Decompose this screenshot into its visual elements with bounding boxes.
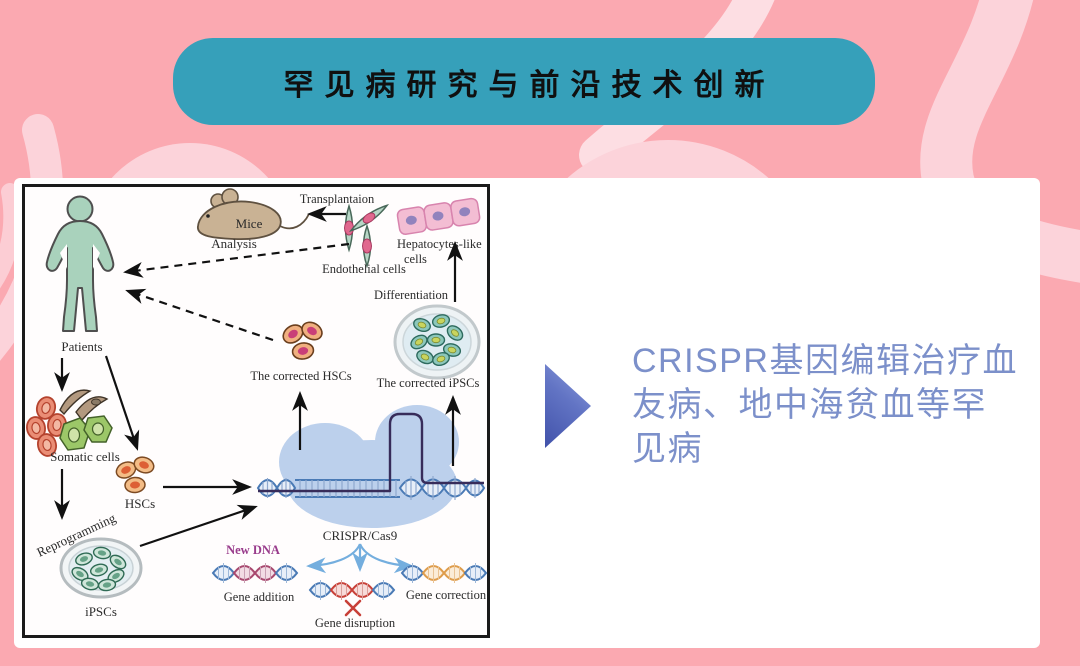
gene-correction-helix [400,563,488,583]
crispr-branch-arrows [306,543,414,574]
hepatocytes-label-1: Hepatocytes-like [397,237,482,251]
ipscs-label: iPSCs [85,604,117,619]
endothelial-label: Endothelial cells [322,262,406,276]
hepatocytes-label-2: cells [404,252,427,266]
callout-text: CRISPR基因编辑治疗血 友病、地中海贫血等罕 见病 [632,339,1044,471]
callout-line-1: CRISPR基因编辑治疗血 [632,342,1018,380]
corrected-hscs-label: The corrected HSCs [250,369,351,383]
new-dna-label: New DNA [226,543,280,557]
right-triangle-pointer-icon [545,364,591,448]
hscs-label: HSCs [125,496,155,511]
mice-label: Mice [236,216,263,231]
cas9-complex-illustration [256,405,486,528]
analysis-label: Analysis [211,236,257,251]
hscs-cells [115,456,155,494]
hepatocytes-cells [396,197,481,235]
mouse-illustration [197,188,310,241]
transplantation-label: Transplantaion [300,192,375,206]
corrected-ipscs-dish [393,304,481,380]
callout-line-3: 见病 [632,430,703,468]
corrected-hscs-cells [282,321,323,360]
somatic-label: Somatic cells [50,449,120,464]
gene-disruption-helix [308,580,396,617]
gene-disruption-label: Gene disruption [315,616,396,630]
page-title: 罕见病研究与前沿技术创新 [283,68,776,102]
gene-addition-label: Gene addition [224,590,295,604]
callout-line-2: 友病、地中海贫血等罕 [632,386,987,424]
squiggle-band-left-2 [0,183,22,289]
ipscs-dish [59,537,143,599]
flow-arrows [54,206,463,548]
corrected-ipscs-label: The corrected iPSCs [377,376,480,390]
patients-label: Patients [61,339,102,354]
dashed-return-arrows [123,242,350,342]
differentiation-label: Differentiation [374,288,449,302]
endothelial-cells [344,203,390,269]
somatic-cells [26,389,113,457]
title-banner: 罕见病研究与前沿技术创新 [173,38,875,125]
content-card: CRISPR/Cas9 Patients Mice Analysis Trans… [14,178,1040,648]
patient-figure [45,195,115,332]
gene-correction-label: Gene correction [406,588,487,602]
crispr-label: CRISPR/Cas9 [323,528,397,543]
figure-panel: CRISPR/Cas9 Patients Mice Analysis Trans… [22,184,490,638]
gene-addition-helix [211,563,299,583]
